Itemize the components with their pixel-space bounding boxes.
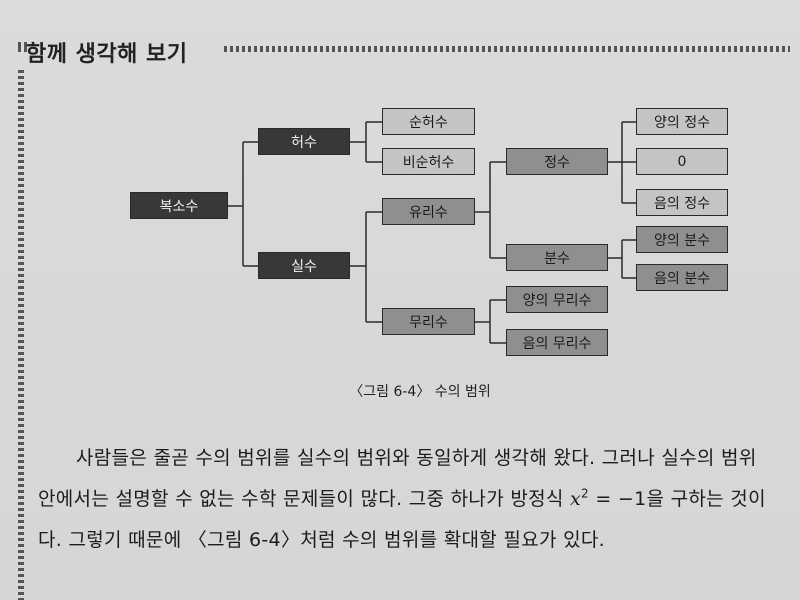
body-text-part2: 을 구하는 것이다. 그렇기 때문에 〈그림 6-4〉처럼 수의 범위를 확대할…: [38, 488, 766, 551]
body-text-part1: 사람들은 줄곧 수의 범위를 실수의 범위와 동일하게 생각해 왔다. 그러나 …: [38, 447, 757, 510]
equation-rest: = −1: [588, 488, 647, 510]
header-dotted-rule: [224, 46, 790, 52]
node-nonpure-imaginary: 비순허수: [382, 148, 475, 175]
header-corner-decoration: [18, 42, 28, 52]
node-rational: 유리수: [382, 198, 475, 225]
node-positive-fraction: 양의 분수: [636, 226, 728, 253]
node-real: 실수: [258, 252, 350, 279]
figure-caption: 〈그림 6-4〉 수의 범위: [0, 381, 800, 401]
node-integer: 정수: [506, 148, 608, 175]
body-paragraph: 사람들은 줄곧 수의 범위를 실수의 범위와 동일하게 생각해 왔다. 그러나 …: [38, 438, 766, 561]
node-pure-imaginary: 순허수: [382, 108, 475, 135]
node-positive-irrational: 양의 무리수: [506, 286, 608, 313]
node-positive-integer: 양의 정수: [636, 108, 728, 135]
section-header: 함께 생각해 보기: [18, 26, 790, 67]
left-dotted-rule: [18, 70, 24, 600]
node-irrational: 무리수: [382, 308, 475, 335]
node-fraction: 분수: [506, 244, 608, 271]
node-negative-fraction: 음의 분수: [636, 264, 728, 291]
section-title: 함께 생각해 보기: [26, 42, 188, 67]
node-negative-integer: 음의 정수: [636, 189, 728, 216]
node-complex: 복소수: [130, 192, 228, 219]
figure-caption-text: 〈그림 6-4〉 수의 범위: [349, 384, 491, 400]
equation-exponent: 2: [581, 486, 589, 501]
equation-variable: x: [570, 488, 582, 510]
node-negative-irrational: 음의 무리수: [506, 329, 608, 356]
node-zero: 0: [636, 148, 728, 175]
node-imaginary: 허수: [258, 128, 350, 155]
